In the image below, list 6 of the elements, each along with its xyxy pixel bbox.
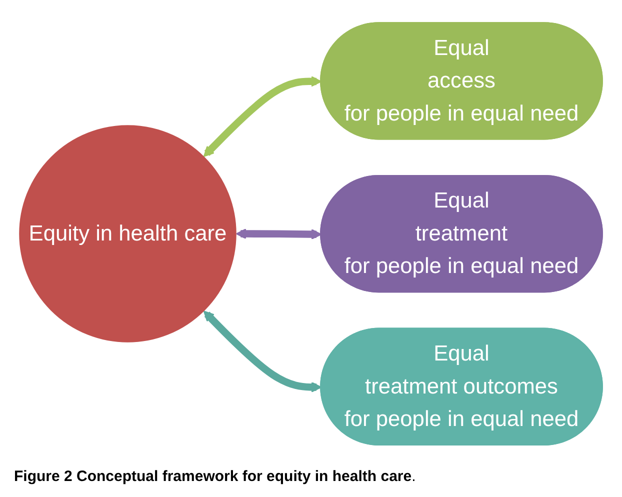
arrow xyxy=(236,228,322,240)
arrow xyxy=(203,76,322,158)
caption: Figure 2 Conceptual framework for equity in health care. xyxy=(13,467,417,487)
arrow xyxy=(203,310,322,393)
node-circle xyxy=(19,125,236,343)
diagram: Equity in health care Equal access for people in equal need Equal treatment for people in equal need Equal treatment outcomes for people in equal need xyxy=(10,13,612,455)
